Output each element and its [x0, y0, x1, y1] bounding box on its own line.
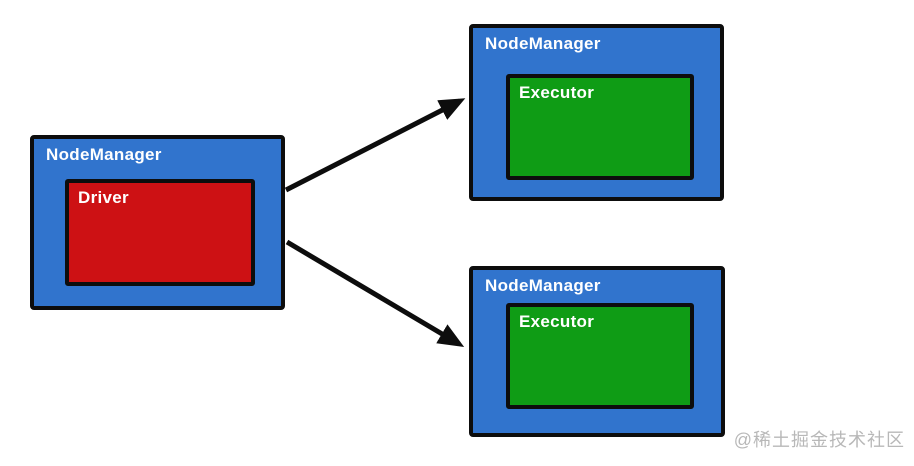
executor-box-bottom: Executor	[506, 303, 694, 409]
executor-label: Executor	[519, 312, 595, 331]
arrow-driver-to-executor-top	[284, 98, 466, 193]
node-nodemanager-top-right: NodeManager Executor	[469, 24, 724, 201]
driver-label: Driver	[78, 188, 129, 207]
node-title: NodeManager	[485, 34, 601, 53]
node-title: NodeManager	[46, 145, 162, 164]
executor-box-top: Executor	[506, 74, 694, 180]
node-title: NodeManager	[485, 276, 601, 295]
node-nodemanager-bottom-right: NodeManager Executor	[469, 266, 725, 437]
arrow-driver-to-executor-bottom	[285, 239, 465, 348]
driver-box: Driver	[65, 179, 255, 286]
watermark: @稀土掘金技术社区	[733, 430, 905, 450]
executor-label: Executor	[519, 83, 595, 102]
node-nodemanager-left: NodeManager Driver	[30, 135, 285, 310]
